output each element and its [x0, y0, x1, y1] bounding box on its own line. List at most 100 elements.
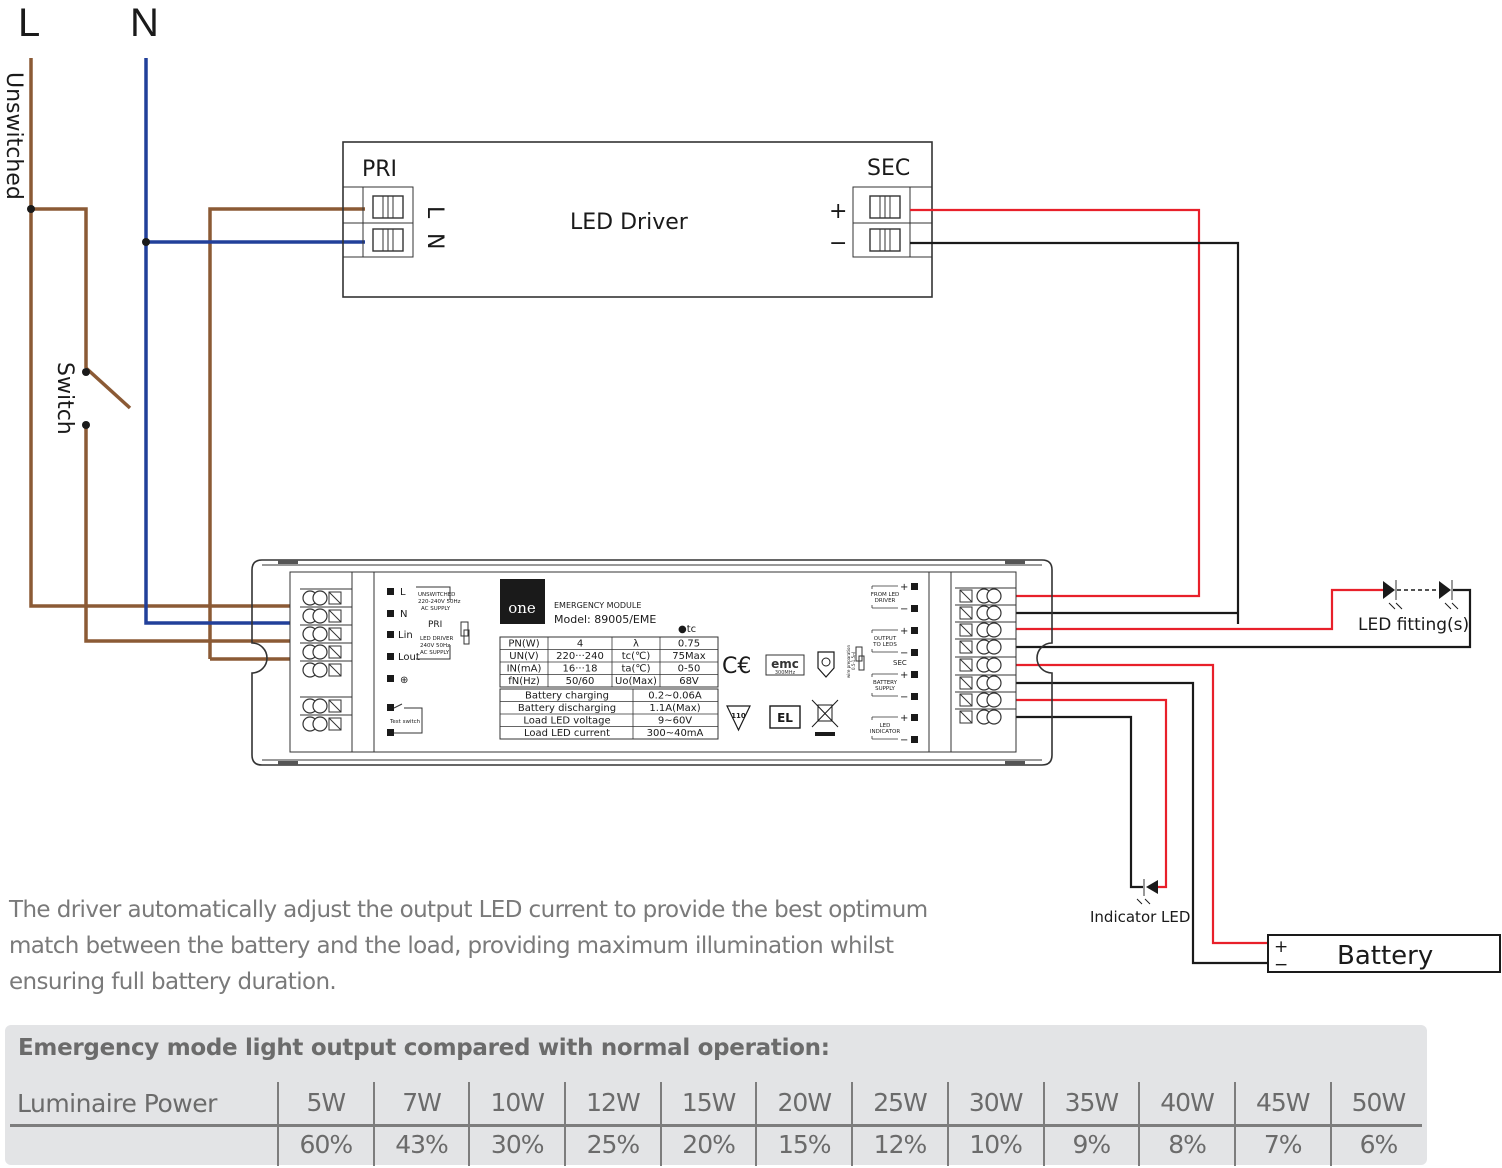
sec-label: SEC	[867, 156, 910, 181]
led-fitting-label: LED fitting(s)	[1358, 615, 1469, 635]
spec-cell: 50/60	[566, 676, 595, 687]
svg-text:110: 110	[731, 712, 746, 720]
percentage-cell: 10%	[946, 1124, 1043, 1166]
percentage-cell: 12%	[851, 1124, 947, 1166]
screw-terminal	[955, 604, 1016, 621]
screw-terminal	[300, 660, 352, 678]
screw-terminal	[955, 691, 1016, 708]
spec-cell: IN(mA)	[507, 664, 542, 675]
spec-cell: tc(℃)	[622, 651, 651, 662]
led-fitting: LED fitting(s)	[1358, 580, 1469, 635]
pri-label: PRI	[362, 157, 397, 182]
spec-cell: PN(W)	[508, 639, 539, 650]
screw-terminal	[300, 696, 352, 714]
spec-cell: 4	[577, 639, 583, 650]
rating-label: Battery charging	[525, 691, 609, 702]
percentage-cell: 15%	[755, 1124, 851, 1166]
screw-terminal	[955, 621, 1016, 638]
polarity-minus: −	[900, 735, 908, 746]
screw-terminal	[955, 674, 1016, 691]
spec-cell: 0-50	[678, 664, 701, 675]
svg-text:0.5-1.5㎡: 0.5-1.5㎡	[850, 652, 856, 670]
led-driver-supply-l3: AC SUPPLY	[420, 650, 450, 656]
svg-text:EL: EL	[777, 711, 793, 725]
indicator-led: Indicator LED	[1090, 879, 1190, 926]
group-label-line: INDICATOR	[870, 729, 900, 735]
table-divider	[10, 1124, 1422, 1127]
percentage-cell: 7%	[1233, 1124, 1330, 1166]
emc-mark-icon: emc 300MHz	[765, 654, 805, 676]
spec-cell: 16···18	[563, 664, 598, 675]
ce-mark-icon: C€	[722, 654, 751, 679]
terminal-label-l: L	[400, 587, 406, 598]
percentage-cell: 6%	[1329, 1124, 1426, 1166]
power-cell: 40W	[1138, 1082, 1234, 1124]
power-cell: 12W	[564, 1082, 660, 1124]
unswitched-supply-l3: AC SUPPLY	[421, 606, 451, 612]
spec-cell: Uo(Max)	[615, 676, 657, 687]
svg-text:emc: emc	[771, 657, 799, 671]
fire-shield-icon	[817, 651, 835, 678]
battery: + − Battery	[1267, 934, 1501, 975]
brand-logo: one	[500, 579, 545, 624]
wire-prep-icon: wire preparation 0.5-1.5㎡	[846, 645, 865, 678]
spec-cell: fN(Hz)	[508, 676, 540, 687]
power-cell: 45W	[1233, 1082, 1330, 1124]
led-driver-title: LED Driver	[570, 210, 689, 235]
test-switch-label: Test switch	[389, 719, 421, 725]
rating-value: 300~40mA	[647, 728, 704, 739]
junction-dot	[142, 238, 150, 246]
earth-icon: ⊕	[400, 675, 408, 686]
percentage-cell: 30%	[468, 1124, 564, 1166]
percentage-cell: 43%	[372, 1124, 469, 1166]
group-label-line: TO LEDS	[872, 642, 897, 648]
light-output-table: Emergency mode light output compared wit…	[5, 1025, 1427, 1166]
screw-terminal	[955, 708, 1016, 725]
power-cell: 35W	[1042, 1082, 1139, 1124]
tc-point: ●tc	[678, 624, 696, 635]
screw-terminal	[955, 587, 1016, 604]
pri-group-label: PRI	[428, 620, 442, 630]
spec-cell: 75Max	[672, 651, 705, 662]
screw-terminal	[300, 624, 352, 642]
description-text: The driver automatically adjust the outp…	[9, 897, 928, 995]
percentage-cell: 8%	[1138, 1124, 1234, 1166]
spec-cell: λ	[633, 639, 639, 650]
percentage-cell: 9%	[1042, 1124, 1139, 1166]
el-mark-icon: EL	[769, 705, 801, 729]
product-name: EMERGENCY MODULE	[554, 601, 641, 610]
terminal-label-lout: Lout	[398, 652, 420, 663]
left-terminal-block	[300, 588, 352, 732]
group-label-line: LED	[880, 723, 891, 729]
percentage-cell: 25%	[564, 1124, 660, 1166]
polarity-plus: +	[900, 670, 908, 681]
battery-label: Battery	[1337, 941, 1433, 971]
screw-terminal	[955, 656, 1016, 673]
spec-cell: ta(℃)	[621, 664, 650, 675]
svg-text:wire preparation: wire preparation	[846, 645, 851, 678]
group-label-line: BATTERY	[873, 680, 898, 686]
battery-plus: +	[1274, 937, 1288, 957]
power-cell: 10W	[468, 1082, 564, 1124]
table-row-percentage: 60%43%30%25%20%15%12%10%9%8%7%6%	[5, 1124, 1427, 1166]
switch-label: Switch	[52, 362, 77, 435]
input-terminal-labels: L N Lin Lout ⊕ Test switch UNSWITCHED 22…	[387, 586, 470, 736]
unswitched-supply-l2: 220-240V 50Hz	[418, 599, 461, 605]
sec-terminal-plus: +	[829, 199, 847, 224]
live-wires	[29, 58, 365, 661]
light-output-title: Emergency mode light output compared wit…	[18, 1035, 830, 1061]
row-label: Luminaire Power	[17, 1088, 217, 1118]
switch-contact	[82, 421, 90, 429]
weee-bin-icon	[811, 699, 839, 736]
screw-terminal	[300, 588, 352, 606]
rating-label: Battery discharging	[518, 703, 616, 714]
screw-terminal	[955, 638, 1016, 655]
screw-terminal	[300, 606, 352, 624]
temp-110-icon: 110	[726, 705, 751, 732]
led-driver-supply-l1: LED DRIVER	[420, 636, 453, 642]
